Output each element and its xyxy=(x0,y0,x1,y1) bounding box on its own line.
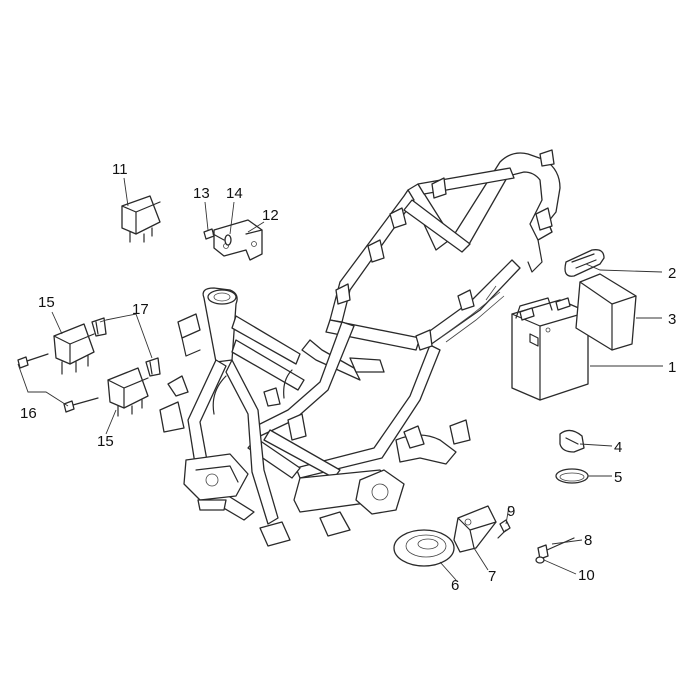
relay-part-15-lower xyxy=(107,367,149,417)
strap-part-2 xyxy=(564,249,605,277)
callout-11: 11 xyxy=(112,161,128,178)
callout-10: 10 xyxy=(578,567,595,584)
screw-part-16-lower xyxy=(63,397,99,413)
callout-16: 16 xyxy=(20,405,37,422)
bracket-part-7 xyxy=(453,505,497,553)
callout-5: 5 xyxy=(614,469,622,486)
callout-2: 2 xyxy=(668,265,676,282)
relay-part-15-upper xyxy=(53,323,95,375)
cable-tie-part-5 xyxy=(555,468,589,484)
screw-part-13 xyxy=(203,228,225,241)
callout-9: 9 xyxy=(507,503,515,520)
callout-1: 1 xyxy=(668,359,676,376)
relay-part-11 xyxy=(121,195,161,243)
leader-lines xyxy=(17,177,663,581)
callout-8: 8 xyxy=(584,532,592,549)
washer-part-10 xyxy=(535,556,545,564)
callout-15-upper: 15 xyxy=(38,294,55,311)
bolt-part-8 xyxy=(537,537,575,560)
clip-part-17-upper xyxy=(91,317,107,337)
scooter-frame xyxy=(159,149,561,547)
callout-15-lower: 15 xyxy=(97,433,114,450)
callout-17: 17 xyxy=(132,301,149,318)
callout-12: 12 xyxy=(262,207,279,224)
callout-labels: 1 2 3 4 5 6 7 8 9 10 11 12 13 14 15 15 1… xyxy=(20,161,676,594)
pad-part-3 xyxy=(575,273,637,351)
bracket-part-12 xyxy=(213,219,263,261)
screw-part-16-upper xyxy=(17,353,49,369)
grommet-part-6 xyxy=(393,529,455,567)
callout-6: 6 xyxy=(451,577,459,594)
washer-part-14 xyxy=(224,234,232,246)
callout-4: 4 xyxy=(614,439,622,456)
clip-part-17-lower xyxy=(145,357,161,377)
screw-part-9 xyxy=(497,519,511,539)
callout-13: 13 xyxy=(193,185,210,202)
callout-3: 3 xyxy=(668,311,676,328)
callout-14: 14 xyxy=(226,185,243,202)
callout-7: 7 xyxy=(488,568,496,585)
battery-part-1 xyxy=(511,297,589,401)
clip-part-4 xyxy=(559,429,585,453)
